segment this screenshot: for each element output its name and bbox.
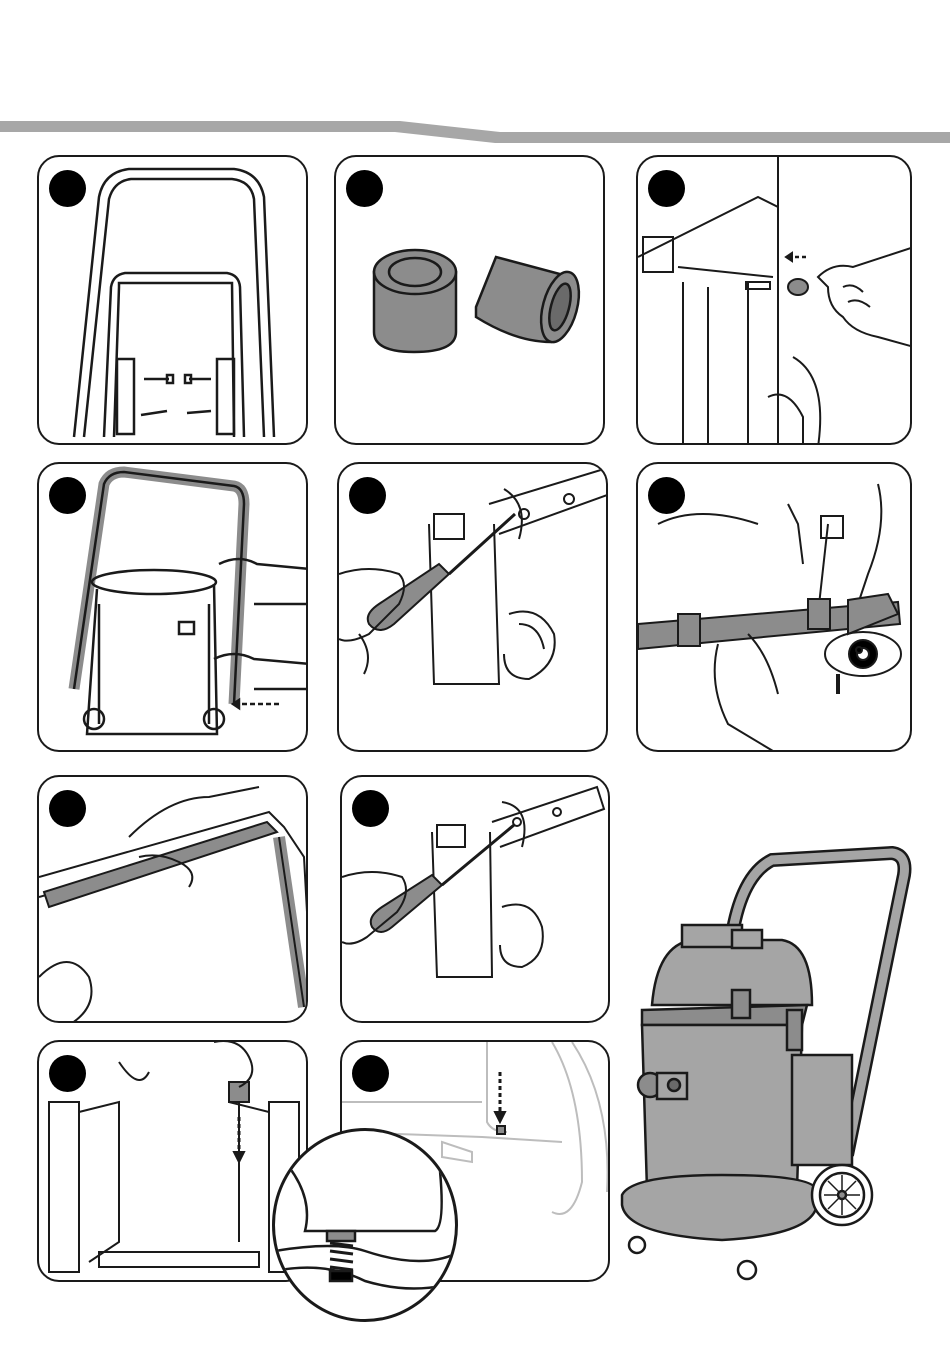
magnified-detail-circle — [272, 1128, 458, 1322]
magnified-spring-illustration — [275, 1131, 458, 1322]
header-band — [0, 0, 950, 150]
step-panel-2 — [334, 155, 605, 445]
handle-parts-illustration — [39, 157, 308, 445]
step-panel-6 — [636, 462, 912, 752]
step-panel-4 — [37, 462, 308, 752]
lower-handle-illustration — [39, 777, 308, 1023]
slide-handle-illustration — [39, 1042, 308, 1282]
screwdriver-illustration — [339, 464, 608, 752]
remove-cap-illustration — [638, 157, 912, 445]
step-panel-5 — [337, 462, 608, 752]
step-panel-1 — [37, 155, 308, 445]
step-panel-7 — [37, 775, 308, 1023]
step-panel-3 — [636, 155, 912, 445]
fit-handle-illustration — [39, 464, 308, 752]
assembled-vacuum-illustration — [612, 845, 912, 1285]
tighten-screw-illustration — [342, 777, 610, 1023]
check-handle-illustration — [638, 464, 912, 752]
step-panel-8 — [340, 775, 610, 1023]
step-panel-9 — [37, 1040, 308, 1282]
bushes-illustration — [336, 157, 605, 445]
